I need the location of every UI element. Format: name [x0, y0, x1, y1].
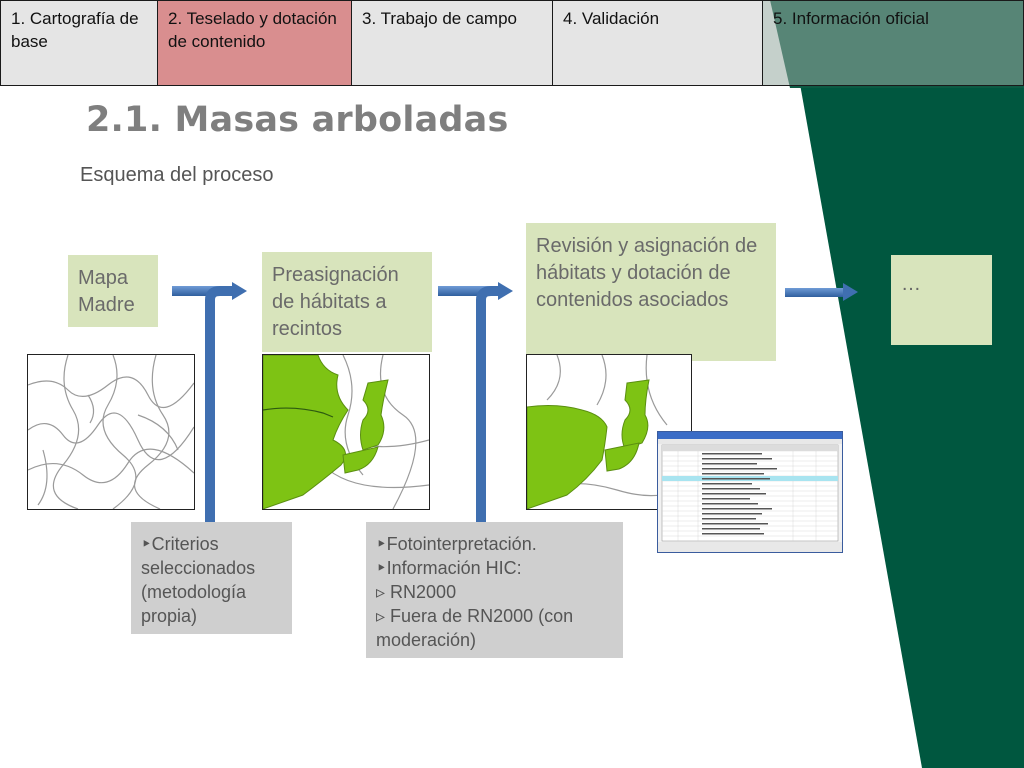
arrow-up-feeder-icon — [205, 286, 232, 522]
tab-teselado[interactable]: 2. Teselado y dotación de contenido — [157, 0, 352, 86]
attribute-table-thumbnail — [657, 431, 843, 553]
step-label: Mapa Madre — [78, 267, 135, 316]
tab-informacion-oficial[interactable]: 5. Información oficial — [762, 0, 1024, 86]
map-preassignment — [262, 354, 430, 510]
step-preasignacion: Preasignación de hábitats a recintos — [262, 252, 432, 352]
process-tabs: 1. Cartografía de base 2. Teselado y dot… — [0, 0, 1024, 88]
step-mapa-madre: Mapa Madre — [68, 255, 158, 327]
note-line: ▹ RN2000 — [376, 582, 457, 602]
note-line: ‣Información HIC: — [376, 558, 522, 578]
step-label: … — [901, 273, 921, 295]
note-sources: ‣Fotointerpretación. ‣Información HIC: ▹… — [366, 522, 623, 658]
note-text: ‣Criterios seleccionados (metodología pr… — [141, 534, 256, 626]
tab-label: 2. Teselado y dotación de contenido — [168, 9, 337, 51]
page-title: 2.1. Masas arboladas — [86, 100, 509, 140]
arrow-right-icon — [172, 282, 247, 300]
tab-cartografia[interactable]: 1. Cartografía de base — [0, 0, 158, 86]
note-line: moderación) — [376, 630, 477, 650]
tab-label: 5. Información oficial — [773, 9, 929, 28]
tab-label: 1. Cartografía de base — [11, 9, 139, 51]
arrow-up-feeder-icon — [476, 286, 498, 522]
tab-label: 3. Trabajo de campo — [362, 9, 517, 28]
note-line: ▹ Fuera de RN2000 (con — [376, 606, 574, 626]
step-label: Preasignación de hábitats a recintos — [272, 264, 399, 340]
step-ellipsis: … — [891, 255, 992, 345]
note-criteria: ‣Criterios seleccionados (metodología pr… — [131, 522, 292, 634]
step-revision-asignacion: Revisión y asignación de hábitats y dota… — [526, 223, 776, 361]
map-base-parcels — [27, 354, 195, 510]
arrow-right-icon — [785, 283, 858, 301]
tab-validacion[interactable]: 4. Validación — [552, 0, 763, 86]
arrow-right-icon — [438, 282, 513, 300]
tab-label: 4. Validación — [563, 9, 660, 28]
step-label: Revisión y asignación de hábitats y dota… — [536, 235, 758, 311]
note-line: ‣Fotointerpretación. — [376, 534, 537, 554]
page-subtitle: Esquema del proceso — [80, 164, 274, 186]
